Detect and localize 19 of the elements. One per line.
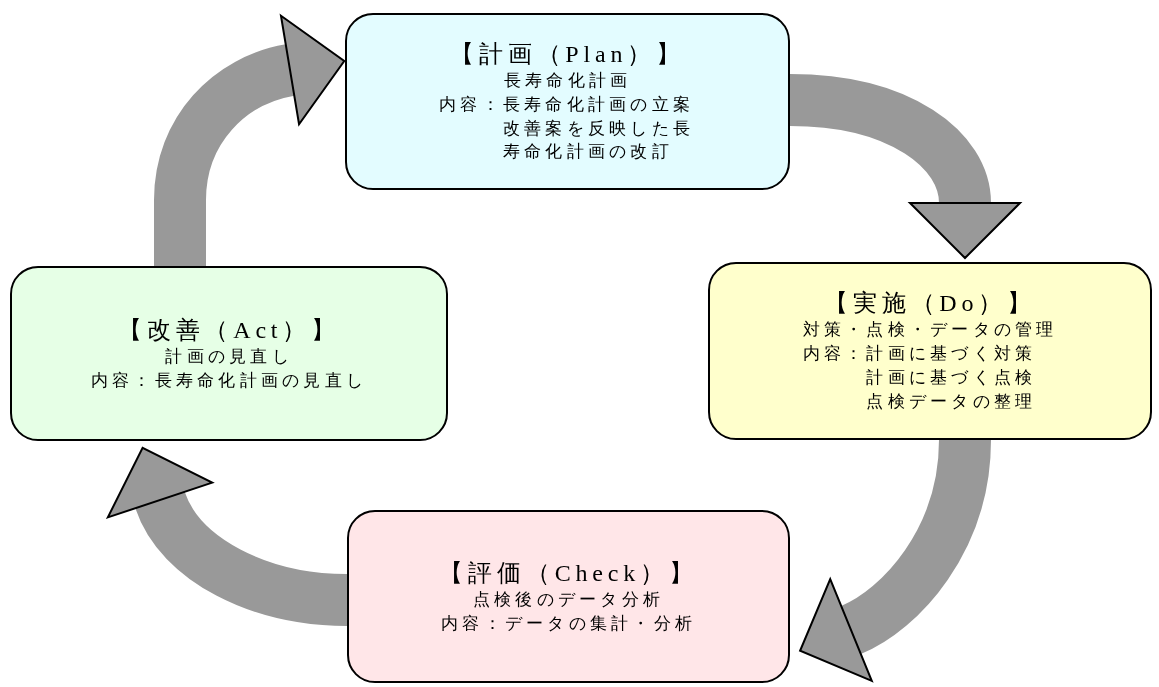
box-heading: 【評価（Check）】 [439, 558, 698, 588]
box-heading: 【実施（Do）】 [824, 289, 1036, 319]
content-line: 計画に基づく点検 [865, 367, 1037, 389]
box-subtitle: 対策・点検・データの管理 [802, 319, 1058, 342]
box-heading: 【改善（Act）】 [118, 315, 340, 345]
content-line: 改善案を反映した長寿命化計画の改訂 [501, 117, 696, 164]
box-subtitle: 計画の見直し [165, 345, 293, 368]
content-line: 内容：計画に基づく対策 [802, 343, 1037, 366]
content-line: 内容：長寿命化計画の見直し [90, 369, 368, 392]
box-subtitle: 点検後のデータ分析 [472, 588, 665, 611]
rounded-box [10, 266, 448, 441]
content-line: 点検データの整理 [865, 390, 1037, 413]
box-subtitle: 長寿命化計画 [503, 69, 632, 92]
rounded-box [347, 510, 790, 683]
rounded-box [708, 262, 1152, 440]
box-heading: 【計画（Plan）】 [450, 39, 685, 69]
content-line: 内容：長寿命化計画の立案 [439, 93, 695, 116]
content-line: 内容：データの集計・分析 [441, 612, 696, 635]
rounded-box [345, 13, 790, 190]
